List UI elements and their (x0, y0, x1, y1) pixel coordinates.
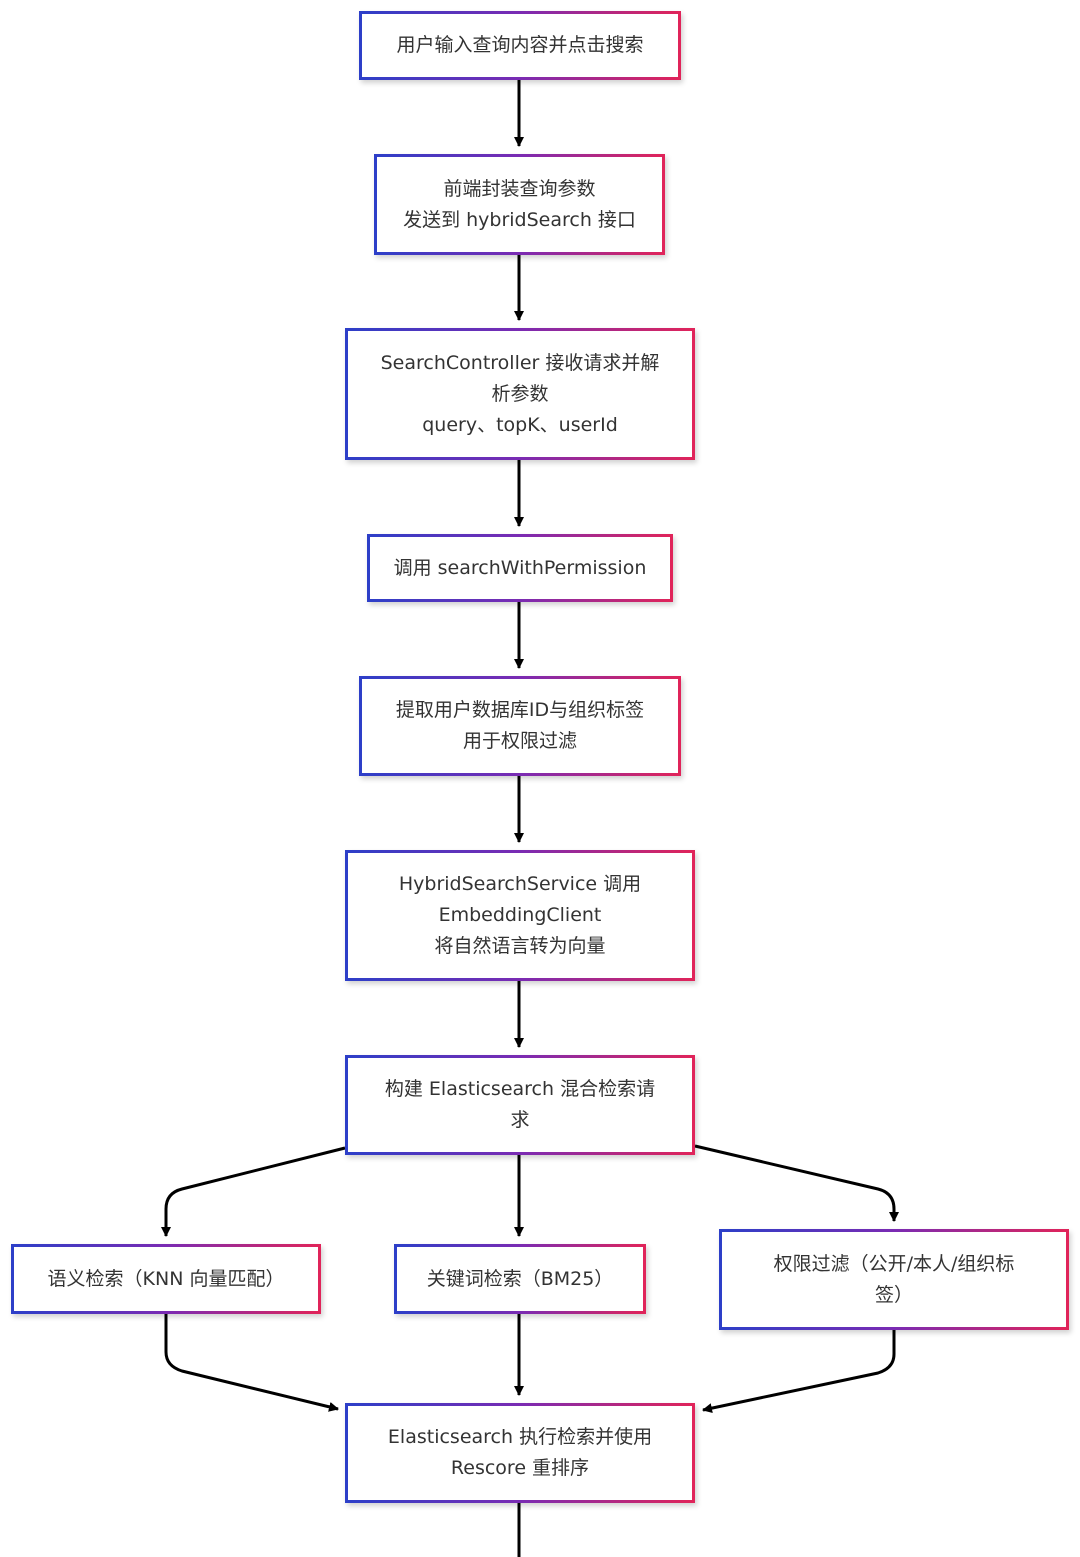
node-label: 求 (510, 1109, 530, 1131)
node-label: Rescore 重排序 (450, 1457, 590, 1479)
node-frontend-package-params: 前端封装查询参数 发送到 hybridSearch 接口 (374, 154, 665, 255)
node-label: 调用 searchWithPermission (393, 556, 647, 579)
node-label: 构建 Elasticsearch 混合检索请 (384, 1078, 656, 1100)
node-label: EmbeddingClient (438, 904, 602, 926)
node-label: 发送到 hybridSearch 接口 (403, 208, 636, 231)
node-label: SearchController 接收请求并解 (380, 351, 660, 374)
node-label: 前端封装查询参数 (443, 177, 596, 200)
node-label: 用于权限过滤 (462, 730, 577, 752)
node-search-controller: SearchController 接收请求并解 析参数 query、topK、u… (345, 328, 695, 460)
node-label: query、topK、userId (422, 413, 618, 436)
node-label: 将自然语言转为向量 (434, 935, 606, 957)
node-extract-user-db-id: 提取用户数据库ID与组织标签 用于权限过滤 (359, 676, 681, 776)
node-label: 提取用户数据库ID与组织标签 (395, 699, 645, 721)
node-hybrid-search-service: HybridSearchService 调用 EmbeddingClient 将… (345, 850, 695, 981)
node-call-search-with-permission: 调用 searchWithPermission (367, 534, 673, 602)
node-label: 析参数 (491, 382, 549, 405)
node-label: 语义检索（KNN 向量匹配） (47, 1267, 285, 1290)
edge-n7-n8 (161, 1146, 346, 1237)
node-label: 签） (874, 1283, 913, 1306)
node-label: 权限过滤（公开/本人/组织标 (773, 1252, 1015, 1275)
node-build-es-hybrid-request: 构建 Elasticsearch 混合检索请 求 (345, 1055, 695, 1155)
node-label: 关键词检索（BM25） (426, 1267, 614, 1290)
node-semantic-knn-search: 语义检索（KNN 向量匹配） (11, 1244, 321, 1314)
node-label: Elasticsearch 执行检索并使用 (387, 1426, 653, 1448)
node-label: HybridSearchService 调用 (398, 873, 642, 895)
node-label: 用户输入查询内容并点击搜索 (396, 34, 644, 56)
edge-n8-n11 (164, 1314, 339, 1412)
edge-n10-n11 (702, 1330, 896, 1414)
edge-n7-n10 (694, 1144, 899, 1222)
node-permission-filter: 权限过滤（公开/本人/组织标 签） (719, 1229, 1069, 1330)
node-keyword-bm25-search: 关键词检索（BM25） (394, 1244, 646, 1314)
node-user-input-search: 用户输入查询内容并点击搜索 (359, 11, 681, 80)
node-es-execute-rescore: Elasticsearch 执行检索并使用 Rescore 重排序 (345, 1403, 695, 1503)
